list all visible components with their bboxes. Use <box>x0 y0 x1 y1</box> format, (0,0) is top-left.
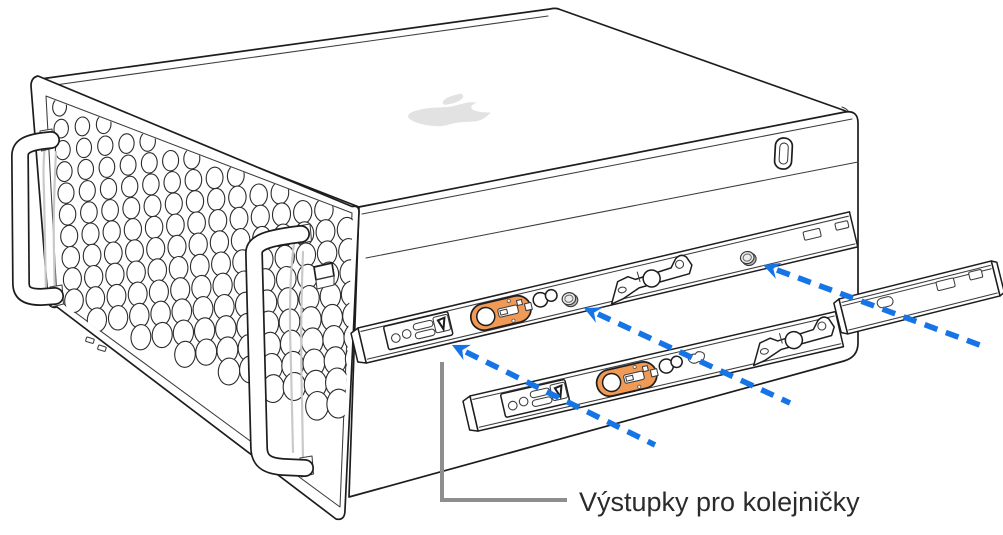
grille-hole <box>162 149 180 172</box>
bezel-edge-latch <box>313 262 335 290</box>
grille-hole <box>56 161 73 183</box>
side-panel-bevel-line <box>361 118 853 215</box>
grille-hole <box>98 156 116 178</box>
rail-lower-attached <box>462 310 845 432</box>
callout-label: Výstupky pro kolejničky <box>579 487 860 517</box>
handle-reflection <box>52 150 58 303</box>
keyhole-cutout <box>687 351 706 364</box>
grille-hole <box>140 152 158 174</box>
right-rack-handle <box>245 223 315 478</box>
grille-hole <box>97 135 114 156</box>
insertion-arrows <box>452 262 986 448</box>
grille-hole <box>119 154 137 176</box>
grille-hole <box>151 321 173 349</box>
insertion-arrow-icon <box>763 262 986 350</box>
grille-hole <box>118 133 135 154</box>
grille-hole <box>174 340 196 368</box>
grille-hole <box>121 175 139 198</box>
rail-end-face <box>990 260 1003 297</box>
top-edge-chamfer-line <box>40 15 549 88</box>
side-panel-seam-line <box>365 161 859 259</box>
grille-hole <box>75 137 93 159</box>
grille-hole <box>130 324 152 351</box>
handle-reflection <box>288 242 296 454</box>
side-latch-top <box>773 137 794 170</box>
left-rack-handle <box>11 128 65 308</box>
rail-detached <box>833 260 1003 335</box>
grille-hole <box>57 182 75 204</box>
grille-hole <box>54 139 71 161</box>
insertion-arrow-icon <box>584 307 792 406</box>
callout: Výstupky pro kolejničky <box>440 362 860 517</box>
rail-upper-attached <box>350 211 859 364</box>
grille-hole <box>58 203 77 226</box>
grille-hole <box>78 180 96 202</box>
grille-hole <box>74 116 91 137</box>
insertion-arrow-icon <box>452 344 657 448</box>
handle-reflection <box>300 250 305 462</box>
grille-hole <box>80 201 98 224</box>
grille-hole <box>107 305 129 331</box>
grille-hole <box>142 173 160 196</box>
grille-hole <box>163 171 181 194</box>
screw-mark <box>85 336 95 344</box>
grille-hole <box>53 118 69 139</box>
callout-line <box>440 362 567 502</box>
grille-hole <box>99 177 118 200</box>
grille-hole <box>195 338 218 366</box>
grille-hole <box>77 158 95 180</box>
screw-mark <box>97 344 107 352</box>
